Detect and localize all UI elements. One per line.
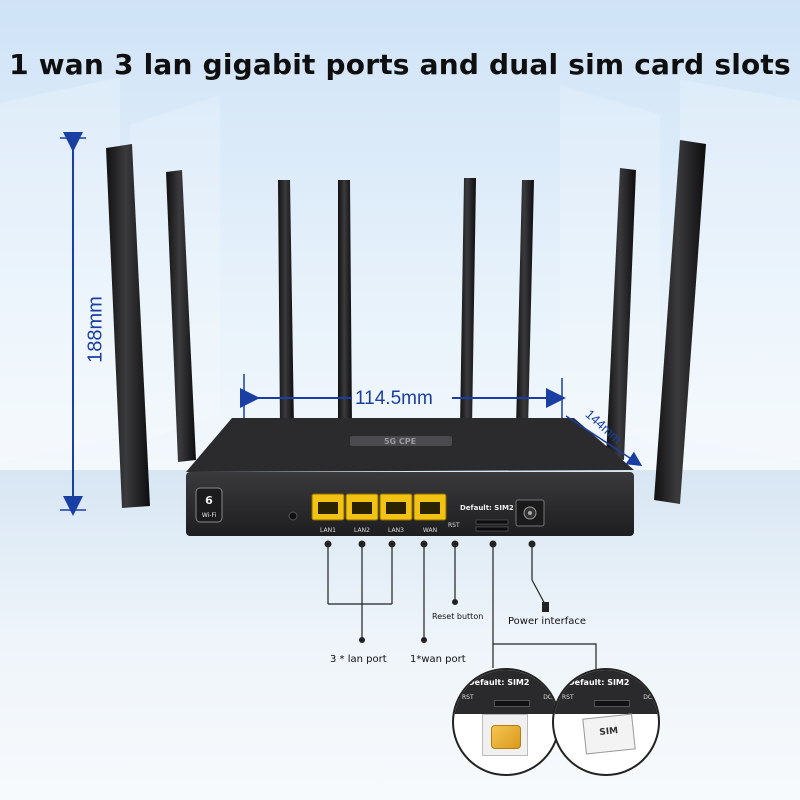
zoom-dc-label: DC [543,694,552,701]
sim-slot-zoom-gold: Default: SIM2 RST DC [452,668,560,776]
antenna [106,144,150,508]
page-title: 1 wan 3 lan gigabit ports and dual sim c… [9,48,791,81]
sim-slot [494,700,530,707]
svg-text:WAN: WAN [423,527,437,534]
zoom-dc-label: DC [643,694,652,701]
router-logo: 5G CPE [384,437,416,446]
callout-lines [327,544,597,680]
sim-card-back: SIM [582,713,636,755]
sim-chip-icon [491,725,521,749]
sim-slot-zoom-white: Default: SIM2 RST DC SIM [552,668,660,776]
svg-text:LAN3: LAN3 [388,527,404,534]
depth-dimension-line [565,415,643,467]
antenna [654,140,706,504]
svg-text:6: 6 [205,494,213,507]
sim-card-text: SIM [598,726,619,738]
lan-port-label: 3 * lan port [330,654,387,665]
antenna [516,180,534,428]
antenna [460,178,476,428]
ethernet-ports [311,493,447,521]
svg-text:Wi-Fi: Wi-Fi [202,512,217,519]
svg-text:RST: RST [448,522,460,529]
antenna [606,168,636,460]
svg-text:LAN2: LAN2 [354,527,370,534]
svg-text:LAN1: LAN1 [320,527,336,534]
sim-card-chip-side [482,714,528,756]
zoom-panel [454,670,558,714]
antenna [338,180,352,428]
width-label: 114.5mm [355,388,433,409]
antenna [278,180,294,428]
zoom-rst-label: RST [562,694,574,701]
power-interface-label: Power interface [508,616,587,627]
height-label: 188mm [84,296,107,363]
zoom-sim-label: Default: SIM2 [568,678,630,687]
reset-button-label: Reset button [432,612,484,621]
callout-dots [324,540,549,643]
wan-port-label: 1*wan port [410,654,466,665]
zoom-rst-label: RST [462,694,474,701]
antenna-group [106,140,706,508]
sim-slot [594,700,630,707]
zoom-panel [554,670,658,714]
svg-text:Default: SIM2: Default: SIM2 [460,504,514,512]
wifi6-badge [195,487,223,523]
antenna [166,170,196,462]
zoom-sim-label: Default: SIM2 [468,678,530,687]
